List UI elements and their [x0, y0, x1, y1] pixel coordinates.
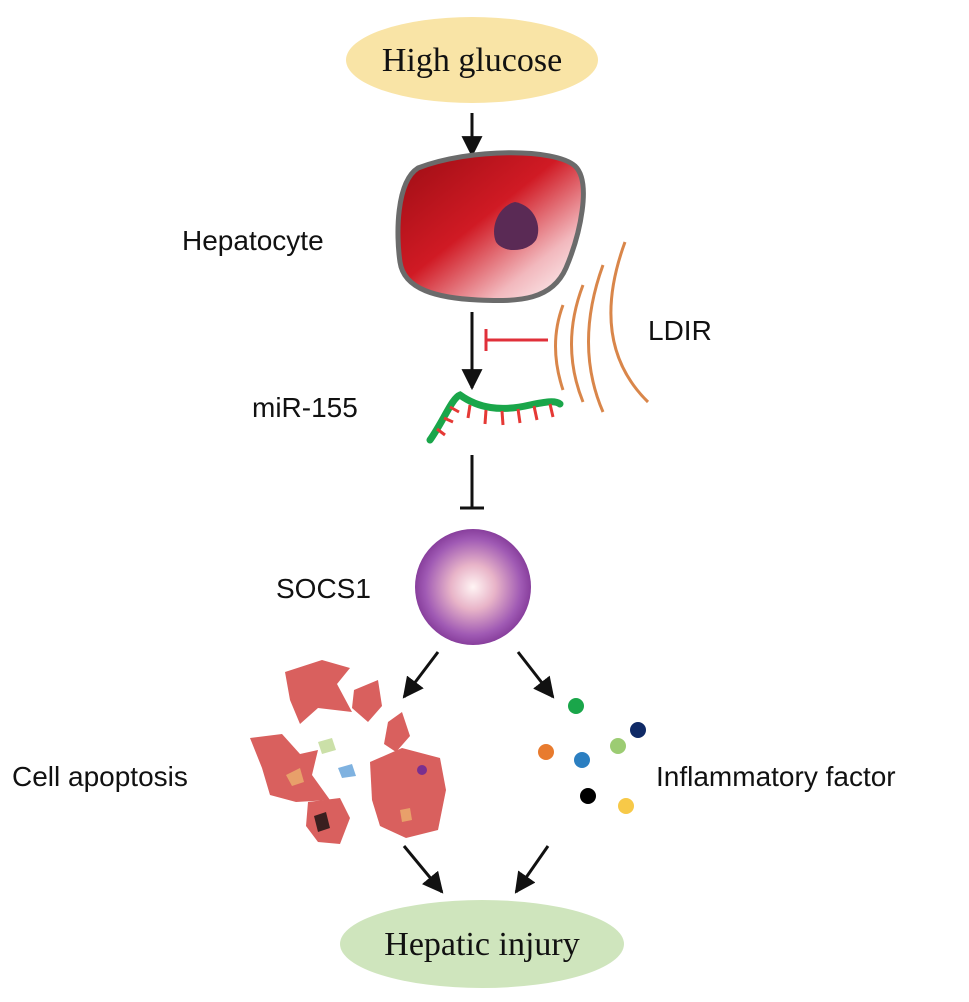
inflammatory-factor-dots [538, 698, 646, 814]
cell-apoptosis-fragments [250, 660, 446, 844]
socs1-sphere [415, 529, 531, 645]
high-glucose-label: High glucose [382, 42, 562, 79]
hepatic-injury-label: Hepatic injury [384, 926, 579, 963]
hepatic-injury-ellipse [340, 900, 624, 988]
inhibit-mir155-to-socs1 [460, 455, 484, 510]
mir155-label: miR-155 [252, 392, 358, 423]
ldir-inhibition [484, 329, 548, 351]
nucleus-icon [494, 202, 539, 251]
hepatic-injury-node: Hepatic injury [340, 900, 624, 988]
socs1-label: SOCS1 [276, 573, 371, 604]
hepatocyte-membrane [395, 150, 586, 304]
cell-apoptosis-label: Cell apoptosis [12, 761, 188, 792]
ldir-label: LDIR [648, 315, 712, 346]
arrow-socs1-to-inflammatory [516, 651, 555, 699]
hepatocyte-cell [395, 150, 586, 304]
ldir-waves-icon [554, 241, 650, 413]
hepatocyte-label: Hepatocyte [182, 225, 324, 256]
arrow-socs1-to-apoptosis [402, 651, 440, 699]
mir155-rna-icon [426, 391, 564, 444]
arrow-apoptosis-to-injury [402, 845, 444, 894]
inflammatory-factor-label: Inflammatory factor [656, 761, 896, 792]
arrow-inflammatory-to-injury [514, 845, 550, 894]
high-glucose-node: High glucose [346, 17, 598, 103]
high-glucose-ellipse [346, 17, 598, 103]
